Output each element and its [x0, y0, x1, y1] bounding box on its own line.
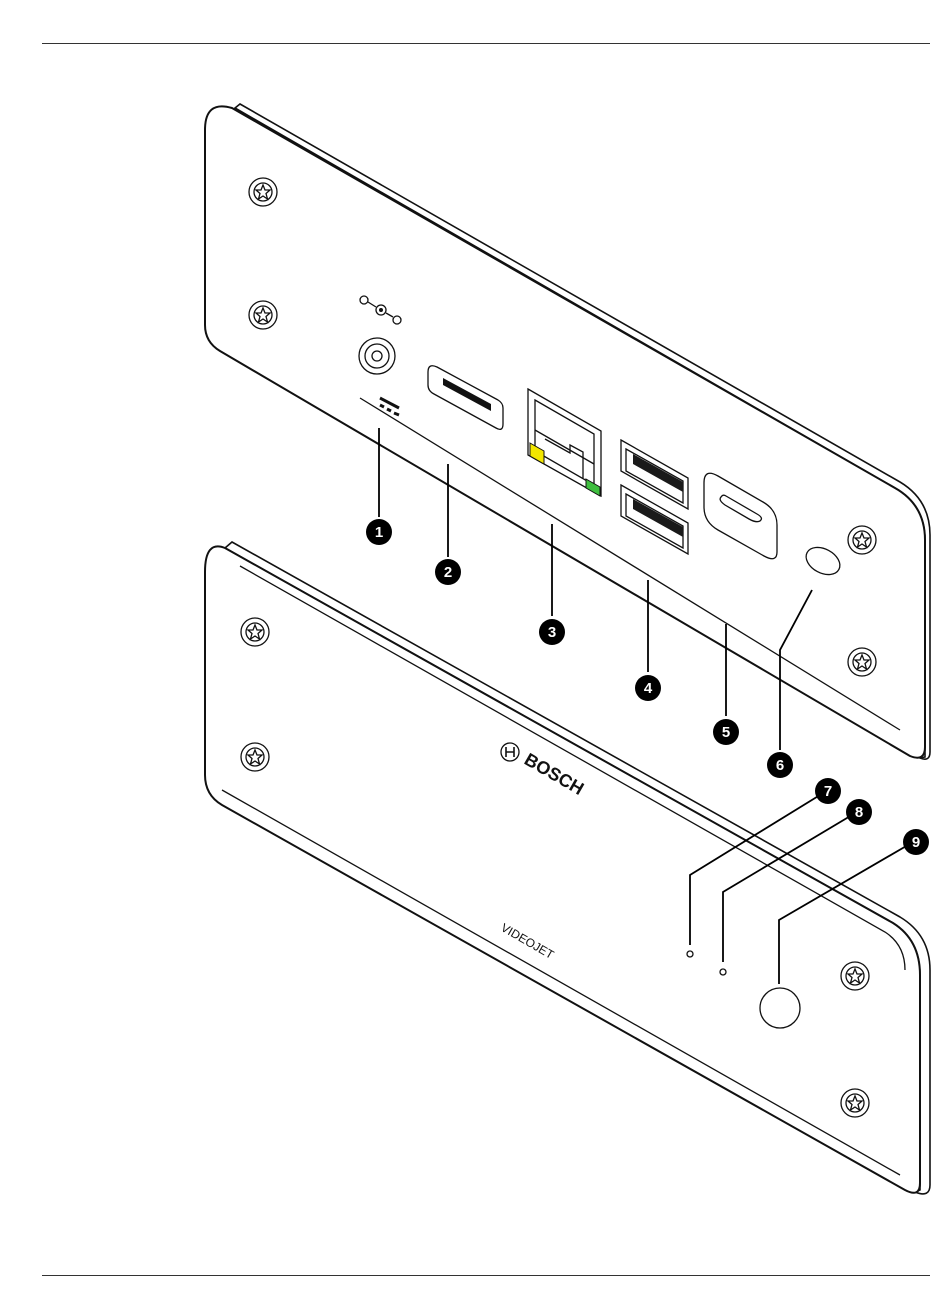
callout-number: 6: [776, 757, 784, 774]
callout-number: 9: [912, 834, 920, 851]
callout-marker: 3: [539, 619, 565, 645]
callout-number: 3: [548, 624, 556, 641]
callout-number: 1: [375, 524, 383, 541]
callout-number: 8: [855, 804, 863, 821]
callout-marker: 7: [815, 778, 841, 804]
callout-number: 7: [824, 783, 832, 800]
callout-marker: 4: [635, 675, 661, 701]
callout-marker: 8: [846, 799, 872, 825]
callout-marker: 9: [903, 829, 929, 855]
callout-marker: 5: [713, 719, 739, 745]
callout-number: 5: [722, 724, 730, 741]
callout-marker: 6: [767, 752, 793, 778]
callout-number: 4: [644, 680, 653, 697]
callout-number: 2: [444, 564, 452, 581]
callout-marker: 1: [366, 519, 392, 545]
callout-marker: 2: [435, 559, 461, 585]
